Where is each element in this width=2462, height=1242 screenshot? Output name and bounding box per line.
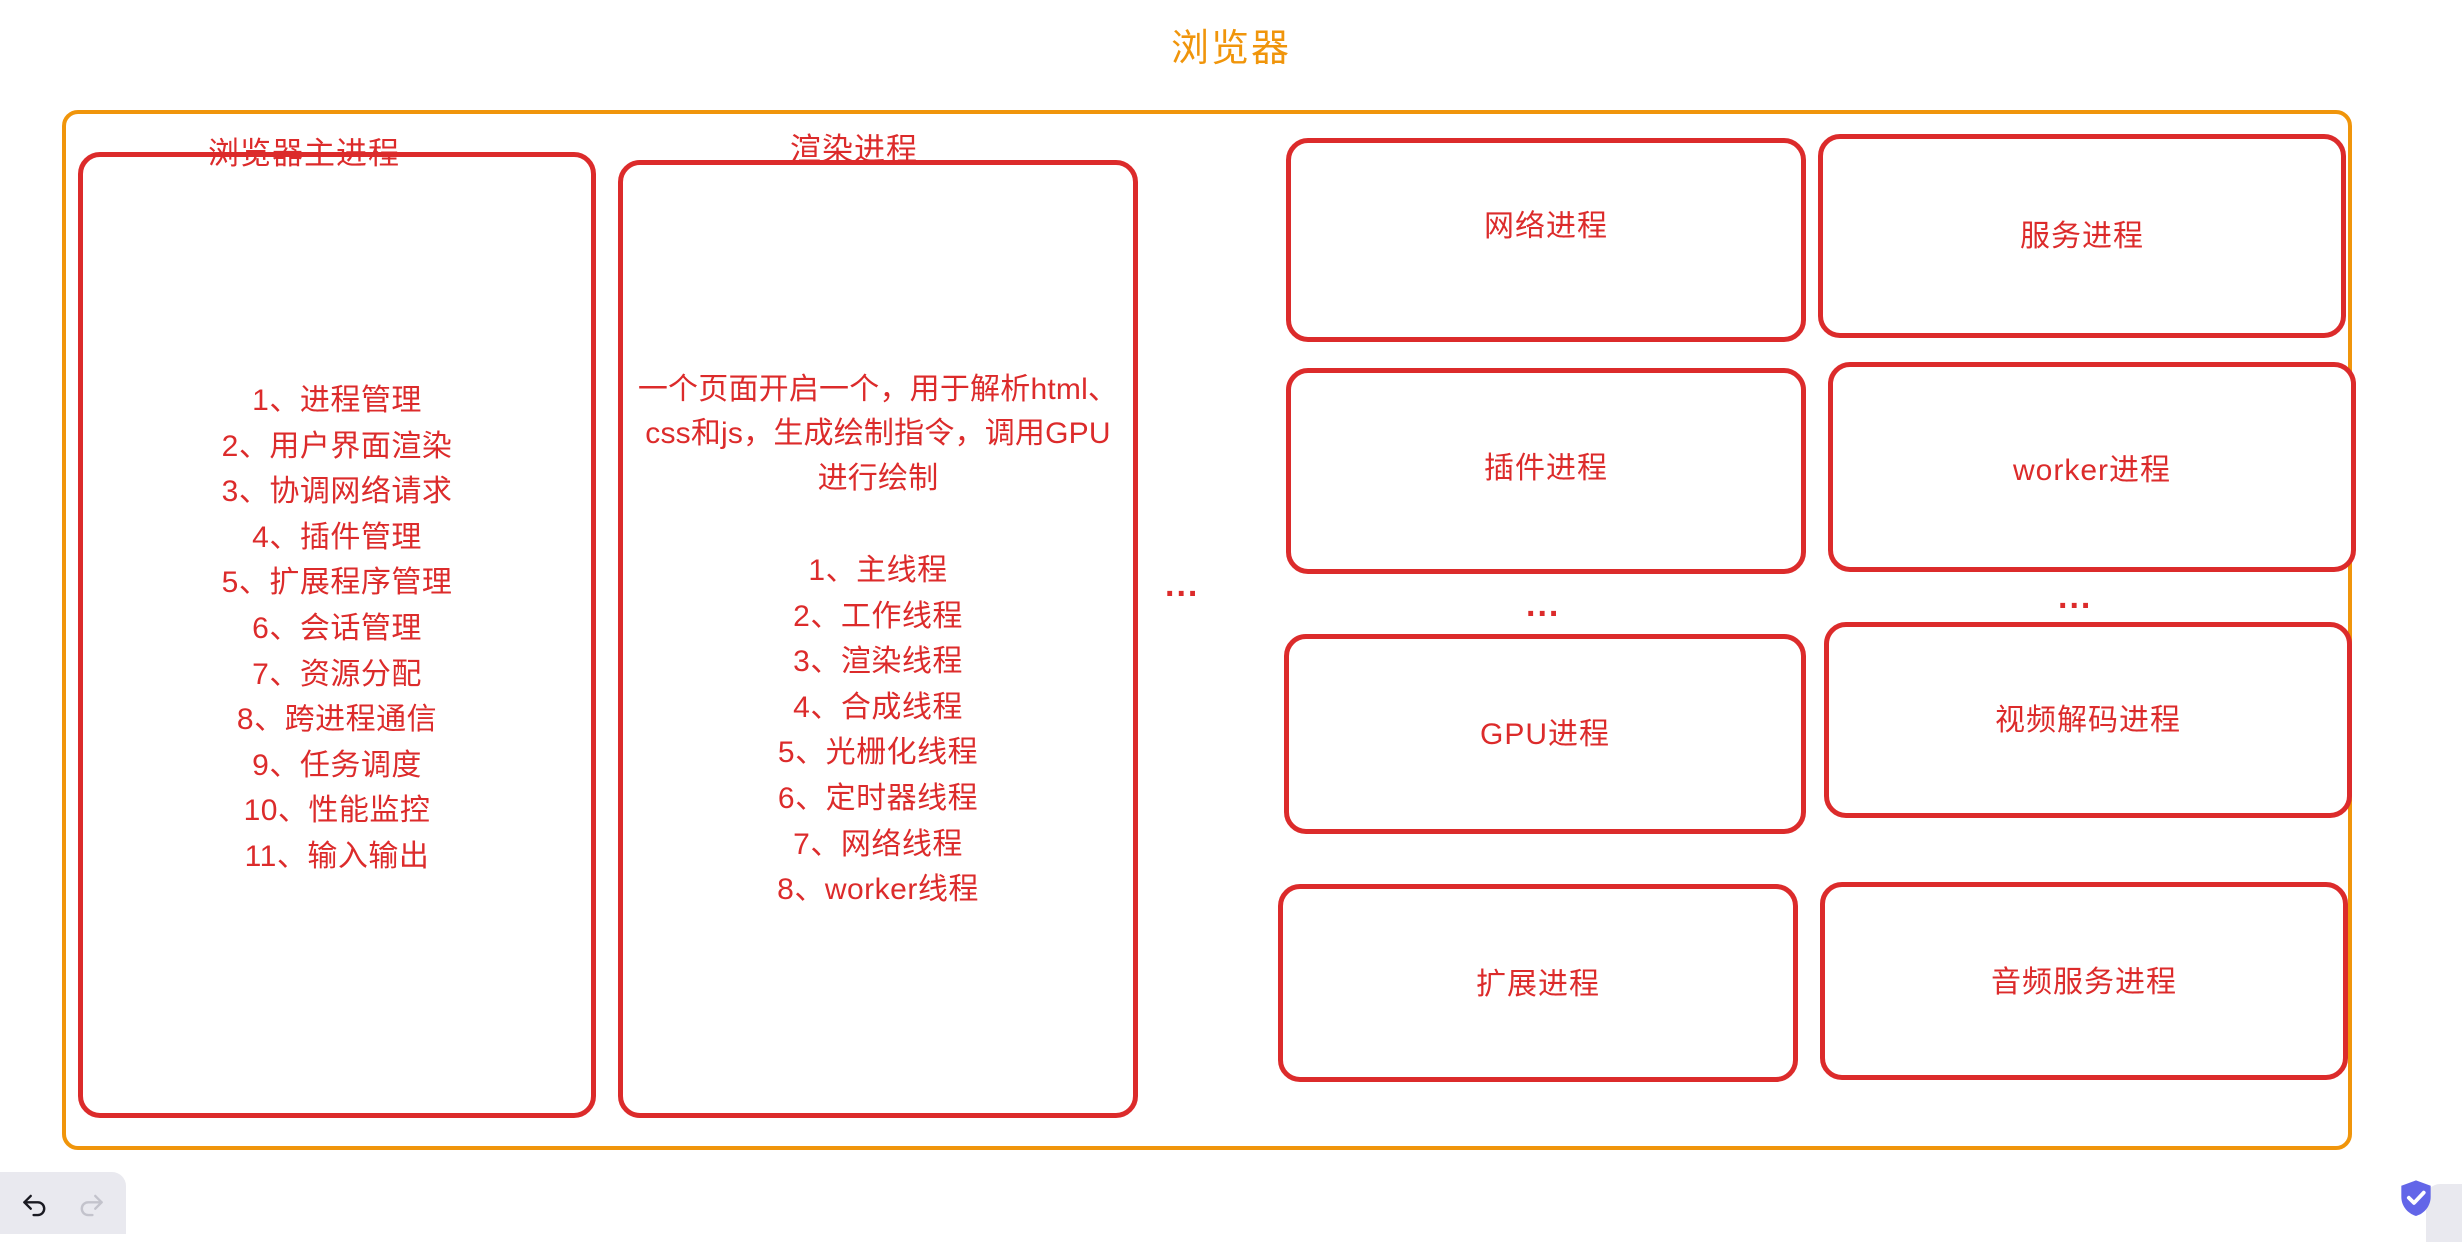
render-process-panel[interactable]	[618, 160, 1138, 1118]
browser-main-process-list: 1、进程管理 2、用户界面渲染 3、协调网络请求 4、插件管理 5、扩展程序管理 6、会话…	[78, 378, 596, 880]
browser-main-process-item: 10、性能监控	[243, 794, 431, 828]
render-process-thread-item: 6、定时器线程	[777, 781, 979, 815]
browser-main-process-item: 9、任务调度	[252, 748, 422, 782]
process-box-plugin-label: 插件进程	[1484, 452, 1608, 485]
redo-icon	[74, 1186, 108, 1220]
shield-check-icon[interactable]	[2394, 1176, 2438, 1220]
browser-main-process-item: 4、插件管理	[252, 520, 422, 554]
render-process-thread-item: 5、光栅化线程	[777, 736, 979, 770]
browser-main-process-item: 5、扩展程序管理	[221, 566, 453, 600]
browser-main-process-panel[interactable]	[78, 152, 596, 1118]
render-process-thread-item: 8、worker线程	[777, 873, 979, 907]
process-box-service[interactable]	[1818, 134, 2346, 338]
browser-main-process-item: 8、跨进程通信	[236, 703, 438, 737]
ellipsis-under-plugin-process: ...	[1526, 586, 1561, 624]
process-box-network-label: 网络进程	[1484, 210, 1608, 243]
browser-main-process-item: 1、进程管理	[252, 384, 422, 417]
render-process-thread-item: 3、渲染线程	[793, 645, 963, 679]
process-box-plugin[interactable]	[1286, 368, 1806, 574]
render-process-thread-item: 1、主线程	[808, 554, 948, 587]
bottom-right-corner-chip	[2426, 1184, 2462, 1242]
process-box-video-decode[interactable]	[1824, 622, 2352, 818]
process-box-gpu-label: GPU进程	[1479, 718, 1610, 751]
process-box-network[interactable]	[1286, 138, 1806, 342]
render-process-thread-item: 2、工作线程	[793, 599, 963, 633]
render-process-thread-list: 1、主线程 2、工作线程 3、渲染线程 4、合成线程 5、光栅化线程 6、定时器线程 7、网…	[618, 548, 1138, 913]
process-box-worker-label: worker进程	[2012, 454, 2171, 487]
process-box-extension[interactable]	[1278, 884, 1798, 1082]
browser-outer-frame	[62, 110, 2352, 1150]
page-title: 浏览器	[1170, 28, 1291, 70]
ellipsis-under-worker-process: ...	[2058, 578, 2093, 616]
process-box-audio-service-label: 音频服务进程	[1991, 966, 2177, 999]
bottom-toolbar	[0, 1172, 126, 1234]
browser-main-process-item: 2、用户界面渲染	[221, 429, 453, 463]
render-process-description-wrap: 一个页面开启一个，用于解析html、css和js，生成绘制指令，调用GPU进行绘…	[618, 368, 1138, 501]
process-box-audio-service[interactable]	[1820, 882, 2348, 1080]
browser-main-process-item: 11、输入输出	[244, 839, 430, 873]
render-process-thread-list-wrap: 1、主线程 2、工作线程 3、渲染线程 4、合成线程 5、光栅化线程 6、定时器线程 7、网…	[618, 548, 1138, 913]
render-process-heading: 渲染进程	[790, 132, 918, 167]
process-box-gpu[interactable]	[1284, 634, 1806, 834]
process-box-extension-label: 扩展进程	[1476, 968, 1600, 1001]
process-box-video-decode-label: 视频解码进程	[1995, 704, 2181, 737]
browser-main-process-heading: 浏览器主进程	[208, 136, 400, 171]
render-process-description: 一个页面开启一个，用于解析html、css和js，生成绘制指令，调用GPU进行绘…	[637, 373, 1119, 495]
browser-main-process-list-wrap: 1、进程管理 2、用户界面渲染 3、协调网络请求 4、插件管理 5、扩展程序管理 6、会话…	[78, 378, 596, 880]
process-box-service-label: 服务进程	[2020, 220, 2144, 253]
undo-icon[interactable]	[18, 1186, 52, 1220]
browser-main-process-item: 7、资源分配	[252, 657, 422, 691]
browser-main-process-item: 6、会话管理	[252, 611, 422, 645]
render-process-thread-item: 7、网络线程	[793, 827, 963, 861]
browser-main-process-item: 3、协调网络请求	[221, 475, 453, 509]
process-box-worker[interactable]	[1828, 362, 2356, 572]
render-process-thread-item: 4、合成线程	[793, 690, 963, 724]
ellipsis-after-render-process: ...	[1165, 566, 1200, 604]
